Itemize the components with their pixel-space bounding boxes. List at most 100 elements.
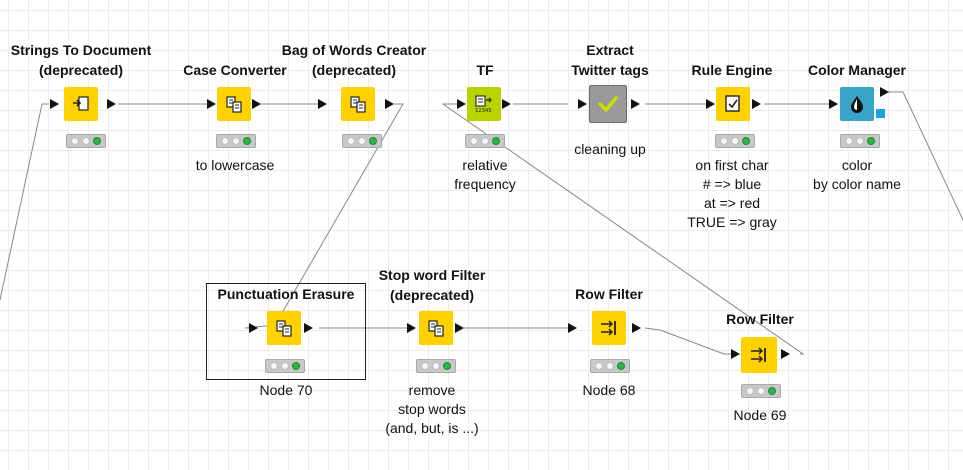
input-port[interactable]	[829, 99, 838, 109]
status-traffic-light	[715, 134, 755, 148]
node-title: Punctuation Erasure	[217, 286, 355, 302]
node-icon-button[interactable]	[592, 311, 626, 345]
input-port[interactable]	[249, 323, 258, 333]
node-icon-button[interactable]	[267, 311, 301, 345]
wire-rowfilter69-to-tf[interactable]	[441, 103, 805, 355]
status-light-red	[420, 362, 429, 370]
status-light-yellow	[280, 362, 289, 370]
document-convert-icon	[73, 96, 89, 111]
input-port[interactable]	[706, 99, 715, 109]
input-port[interactable]	[407, 323, 416, 333]
node-annotation: Node 69	[733, 407, 787, 423]
node-annotation: cleaning up	[574, 141, 646, 157]
status-traffic-light	[590, 359, 630, 373]
status-light-green	[292, 362, 301, 370]
status-light-green	[369, 137, 378, 145]
status-light-red	[269, 362, 278, 370]
node-icon-button[interactable]: 12345	[467, 87, 501, 121]
node-annotation: color by color name	[813, 157, 901, 192]
wire-rowfilter68-to-rowfilter69[interactable]	[644, 327, 731, 355]
status-light-yellow	[431, 362, 440, 370]
status-traffic-light	[342, 134, 382, 148]
output-port[interactable]	[107, 99, 116, 109]
wire-color-outgoing[interactable]	[888, 91, 963, 221]
node-title: Extract Twitter tags	[571, 42, 649, 78]
status-light-red	[70, 137, 79, 145]
wire-incoming-strings-to-document[interactable]	[0, 103, 49, 301]
node-icon-button[interactable]	[64, 87, 98, 121]
status-traffic-light	[66, 134, 106, 148]
status-traffic-light	[216, 134, 256, 148]
status-light-red	[220, 137, 229, 145]
input-port[interactable]	[318, 99, 327, 109]
node-title: Stop word Filter (deprecated)	[378, 267, 486, 303]
node-annotation: Node 70	[259, 382, 313, 398]
status-traffic-light	[741, 384, 781, 398]
input-port[interactable]	[568, 323, 577, 333]
node-icon-button[interactable]	[217, 87, 251, 121]
node-icon-button[interactable]	[741, 337, 777, 373]
status-light-yellow	[81, 137, 90, 145]
svg-text:12345: 12345	[475, 108, 492, 114]
status-light-yellow	[730, 137, 739, 145]
output-port[interactable]	[632, 323, 641, 333]
status-light-green	[443, 362, 452, 370]
node-annotation: relative frequency	[454, 157, 516, 192]
output-port[interactable]	[252, 99, 261, 109]
text-transform-icon	[276, 320, 292, 337]
output-port[interactable]	[752, 99, 761, 109]
input-port[interactable]	[207, 99, 216, 109]
status-light-red	[745, 387, 754, 395]
node-title: Row Filter	[575, 286, 643, 302]
text-transform-icon	[428, 320, 444, 337]
node-icon-button[interactable]	[840, 87, 874, 121]
node-annotation: to lowercase	[195, 157, 275, 173]
node-icon-button[interactable]	[341, 87, 375, 121]
output-port[interactable]	[502, 99, 511, 109]
output-port[interactable]	[781, 349, 790, 359]
output-port-model[interactable]	[880, 87, 889, 97]
node-title: TF	[476, 62, 494, 78]
node-icon-button[interactable]	[419, 311, 453, 345]
node-annotation: Node 68	[582, 382, 636, 398]
text-transform-icon	[350, 96, 366, 113]
input-port[interactable]	[578, 99, 587, 109]
status-light-red	[719, 137, 728, 145]
node-annotation: on first char # => blue at => red TRUE =…	[687, 157, 777, 230]
status-light-yellow	[480, 137, 489, 145]
node-title: Strings To Document (deprecated)	[10, 42, 152, 78]
node-title: Case Converter	[183, 62, 287, 78]
output-port[interactable]	[455, 323, 464, 333]
output-port[interactable]	[876, 109, 885, 118]
input-port[interactable]	[457, 99, 466, 109]
status-light-green	[867, 137, 876, 145]
node-title: Row Filter	[726, 311, 794, 327]
status-light-red	[346, 137, 355, 145]
filter-arrows-icon	[601, 320, 616, 336]
status-traffic-light	[465, 134, 505, 148]
node-title: Bag of Words Creator (deprecated)	[281, 42, 427, 78]
status-light-red	[594, 362, 603, 370]
rule-icon	[725, 95, 740, 112]
node-icon-button[interactable]	[589, 85, 627, 123]
status-light-yellow	[855, 137, 864, 145]
node-icon-button[interactable]	[716, 87, 750, 121]
checkmark-icon	[598, 96, 618, 112]
status-light-yellow	[756, 387, 765, 395]
input-port[interactable]	[731, 349, 740, 359]
output-port[interactable]	[631, 99, 640, 109]
status-light-yellow	[231, 137, 240, 145]
status-traffic-light	[416, 359, 456, 373]
status-light-green	[742, 137, 751, 145]
status-light-green	[617, 362, 626, 370]
selection-box	[206, 283, 366, 380]
output-port[interactable]	[304, 323, 313, 333]
status-light-green	[243, 137, 252, 145]
node-annotation: remove stop words (and, but, is ...)	[385, 382, 479, 436]
status-light-yellow	[605, 362, 614, 370]
filter-arrows-icon	[751, 347, 766, 363]
input-port[interactable]	[50, 99, 59, 109]
term-frequency-icon: 12345	[475, 95, 492, 114]
output-port[interactable]	[385, 99, 394, 109]
status-traffic-light	[840, 134, 880, 148]
